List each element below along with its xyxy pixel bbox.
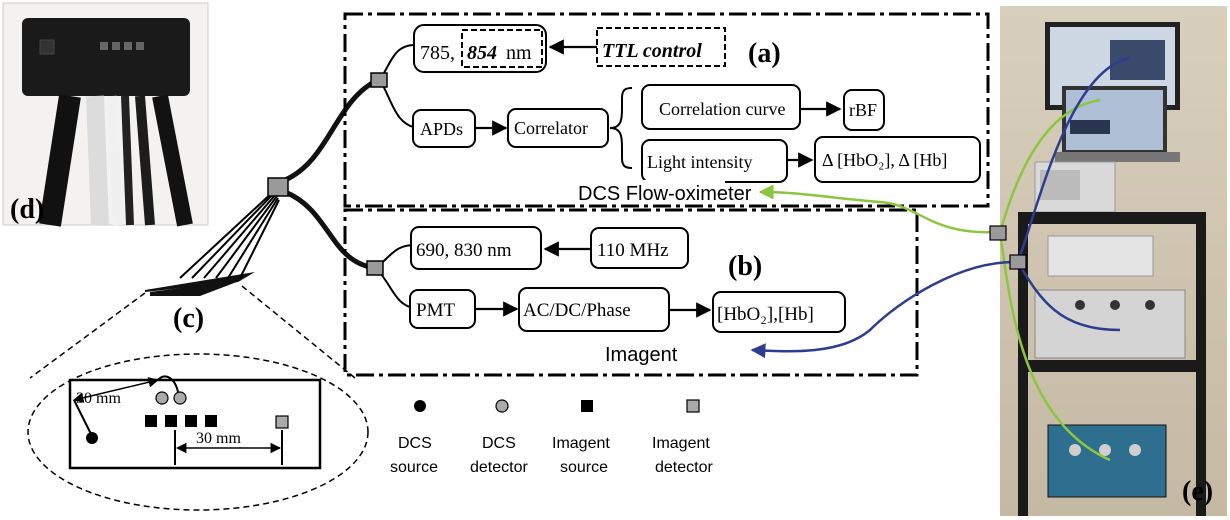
legend: DCS source DCS detector Imagent source I… xyxy=(390,399,713,476)
probe-layout: (c) 30 mm 30 mm xyxy=(27,285,369,511)
panel-c-label: (c) xyxy=(173,303,204,334)
imagent-detector-marker xyxy=(275,415,289,429)
cart-connector-dcs xyxy=(989,225,1007,241)
imagent-distance-label: 30 mm xyxy=(196,430,241,447)
probe-photo: (d) xyxy=(2,2,209,227)
light-intensity-label: Light intensity xyxy=(647,152,753,172)
imagent-laser-label: 690, 830 nm xyxy=(416,240,512,261)
rbf-box xyxy=(843,89,885,131)
instrument-photo: (e) xyxy=(998,6,1227,516)
dcs-distance-label: 30 mm xyxy=(76,390,121,407)
dcs-detector-marker xyxy=(155,391,169,405)
delta-hb-box xyxy=(814,136,981,183)
imagent-source-marker xyxy=(185,415,197,427)
panel-b-label: (b) xyxy=(728,251,762,282)
correlation-curve-label: Correlation curve xyxy=(659,99,785,119)
ttl-control-label: TTL control xyxy=(602,40,702,62)
panel-d-label: (d) xyxy=(10,194,44,225)
imagent-source-marker xyxy=(205,415,217,427)
hb-box xyxy=(712,291,846,333)
panel-e-label: (e) xyxy=(1182,476,1213,507)
fiber-bundle xyxy=(145,44,419,309)
dcs-laser-box xyxy=(413,24,547,73)
dcs-laser-prefix: 785, xyxy=(420,42,455,64)
bundle-connector xyxy=(267,177,289,197)
hb-label: [HbO₂],[Hb] xyxy=(717,304,814,325)
correlator-label: Correlator xyxy=(514,118,588,138)
dcs-source-marker xyxy=(86,432,98,444)
dcs-detector-marker xyxy=(173,391,187,405)
pmt-label: PMT xyxy=(416,300,455,321)
legend-imagent-source-line1: Imagent xyxy=(552,435,610,452)
imagent-panel: 690, 830 nm 110 MHz (b) PMT AC/DC/Phase … xyxy=(343,208,919,377)
cart-connections xyxy=(750,184,1027,359)
acdc-label: AC/DC/Phase xyxy=(523,300,631,321)
imagent-connector xyxy=(366,260,384,276)
imagent-source-marker xyxy=(165,415,177,427)
imagent-panel-title: Imagent xyxy=(605,344,678,366)
legend-dcs-source-line1: DCS xyxy=(398,435,432,452)
legend-imagent-source-line2: source xyxy=(560,459,608,476)
legend-dcs-detector-icon xyxy=(495,399,509,413)
freq-label: 110 MHz xyxy=(597,240,669,261)
dcs-panel-title: DCS Flow-oximeter xyxy=(578,183,752,205)
legend-dcs-detector-line2: detector xyxy=(470,459,528,476)
dcs-laser-selected: 854 xyxy=(467,42,497,64)
legend-imagent-detector-icon xyxy=(686,399,700,413)
dcs-laser-unit: nm xyxy=(506,42,532,64)
dcs-connector xyxy=(370,72,388,88)
legend-imagent-detector-line2: detector xyxy=(655,459,713,476)
cart-connector-imagent xyxy=(1009,254,1027,270)
correlator-box xyxy=(507,108,609,148)
apds-label: APDs xyxy=(420,119,463,139)
ttl-control-box xyxy=(596,27,726,67)
correlation-curve-box xyxy=(641,84,801,130)
rbf-label: rBF xyxy=(849,100,877,120)
dcs-flow-oximeter-panel: 785, 854 nm TTL control (a) APDs Correla… xyxy=(343,12,990,208)
legend-dcs-source-line2: source xyxy=(390,459,438,476)
panel-a-label: (a) xyxy=(748,38,781,69)
legend-imagent-detector-line1: Imagent xyxy=(652,435,710,452)
legend-dcs-source-icon xyxy=(414,400,426,412)
imagent-laser-box xyxy=(410,226,542,270)
imagent-source-marker xyxy=(145,415,157,427)
delta-hb-label: Δ [HbO₂], Δ [Hb] xyxy=(822,150,947,170)
legend-dcs-detector-line1: DCS xyxy=(482,435,516,452)
legend-imagent-source-icon xyxy=(581,400,593,412)
